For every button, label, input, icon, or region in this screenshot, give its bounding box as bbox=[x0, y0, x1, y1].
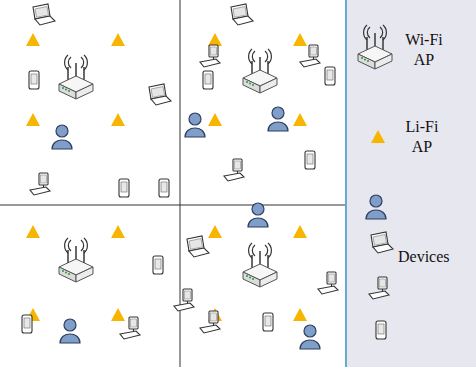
desktop bbox=[318, 272, 338, 294]
desktop bbox=[200, 45, 220, 67]
desktop bbox=[120, 317, 140, 339]
li-fi-ap bbox=[293, 113, 307, 126]
li-fi-ap bbox=[111, 308, 125, 321]
phone bbox=[153, 256, 163, 274]
wi-fi-ap bbox=[243, 49, 277, 93]
phone bbox=[263, 313, 273, 331]
user bbox=[60, 319, 80, 343]
li-fi-ap bbox=[293, 225, 307, 238]
legend-phone-sample bbox=[376, 321, 386, 339]
wi-fi-ap bbox=[243, 243, 277, 287]
laptop bbox=[231, 4, 253, 25]
phone bbox=[325, 67, 335, 85]
li-fi-ap bbox=[111, 225, 125, 238]
li-fi-ap bbox=[111, 113, 125, 126]
li-fi-ap bbox=[293, 33, 307, 46]
cell-boundary bbox=[0, 205, 345, 206]
li-fi-ap bbox=[26, 113, 40, 126]
phone bbox=[159, 179, 169, 197]
li-fi-ap bbox=[208, 113, 222, 126]
cell-boundary bbox=[180, 0, 181, 367]
legend-label: Li-Fi AP bbox=[398, 117, 446, 157]
phone bbox=[22, 315, 32, 333]
phone bbox=[305, 151, 315, 169]
desktop bbox=[300, 45, 320, 67]
legend-laptop-sample bbox=[371, 232, 393, 253]
user bbox=[268, 107, 288, 131]
legend-desktop-sample bbox=[369, 277, 389, 299]
desktop bbox=[224, 159, 244, 181]
desktop bbox=[200, 311, 220, 333]
legend-user-sample bbox=[366, 195, 386, 219]
laptop bbox=[187, 236, 209, 257]
user bbox=[300, 325, 320, 349]
phone bbox=[29, 71, 39, 89]
li-fi-ap bbox=[208, 225, 222, 238]
li-fi-ap bbox=[293, 308, 307, 321]
user bbox=[185, 113, 205, 137]
desktop bbox=[30, 173, 50, 195]
legend-li-fi-ap-sample bbox=[371, 130, 385, 143]
legend-label: Devices bbox=[398, 247, 450, 267]
phone bbox=[119, 179, 129, 197]
li-fi-ap bbox=[111, 33, 125, 46]
legend-wi-fi-ap-sample bbox=[358, 25, 392, 69]
legend-label: Wi-Fi AP bbox=[400, 30, 448, 70]
wi-fi-ap bbox=[59, 238, 93, 282]
panel-divider bbox=[345, 0, 347, 367]
li-fi-ap bbox=[208, 33, 222, 46]
li-fi-ap bbox=[26, 225, 40, 238]
user bbox=[52, 125, 72, 149]
user bbox=[248, 203, 268, 227]
legend-panel bbox=[347, 0, 476, 367]
laptop bbox=[33, 4, 55, 25]
laptop bbox=[149, 84, 171, 105]
phone bbox=[203, 71, 213, 89]
li-fi-ap bbox=[26, 33, 40, 46]
wi-fi-ap bbox=[59, 55, 93, 99]
desktop bbox=[174, 289, 194, 311]
